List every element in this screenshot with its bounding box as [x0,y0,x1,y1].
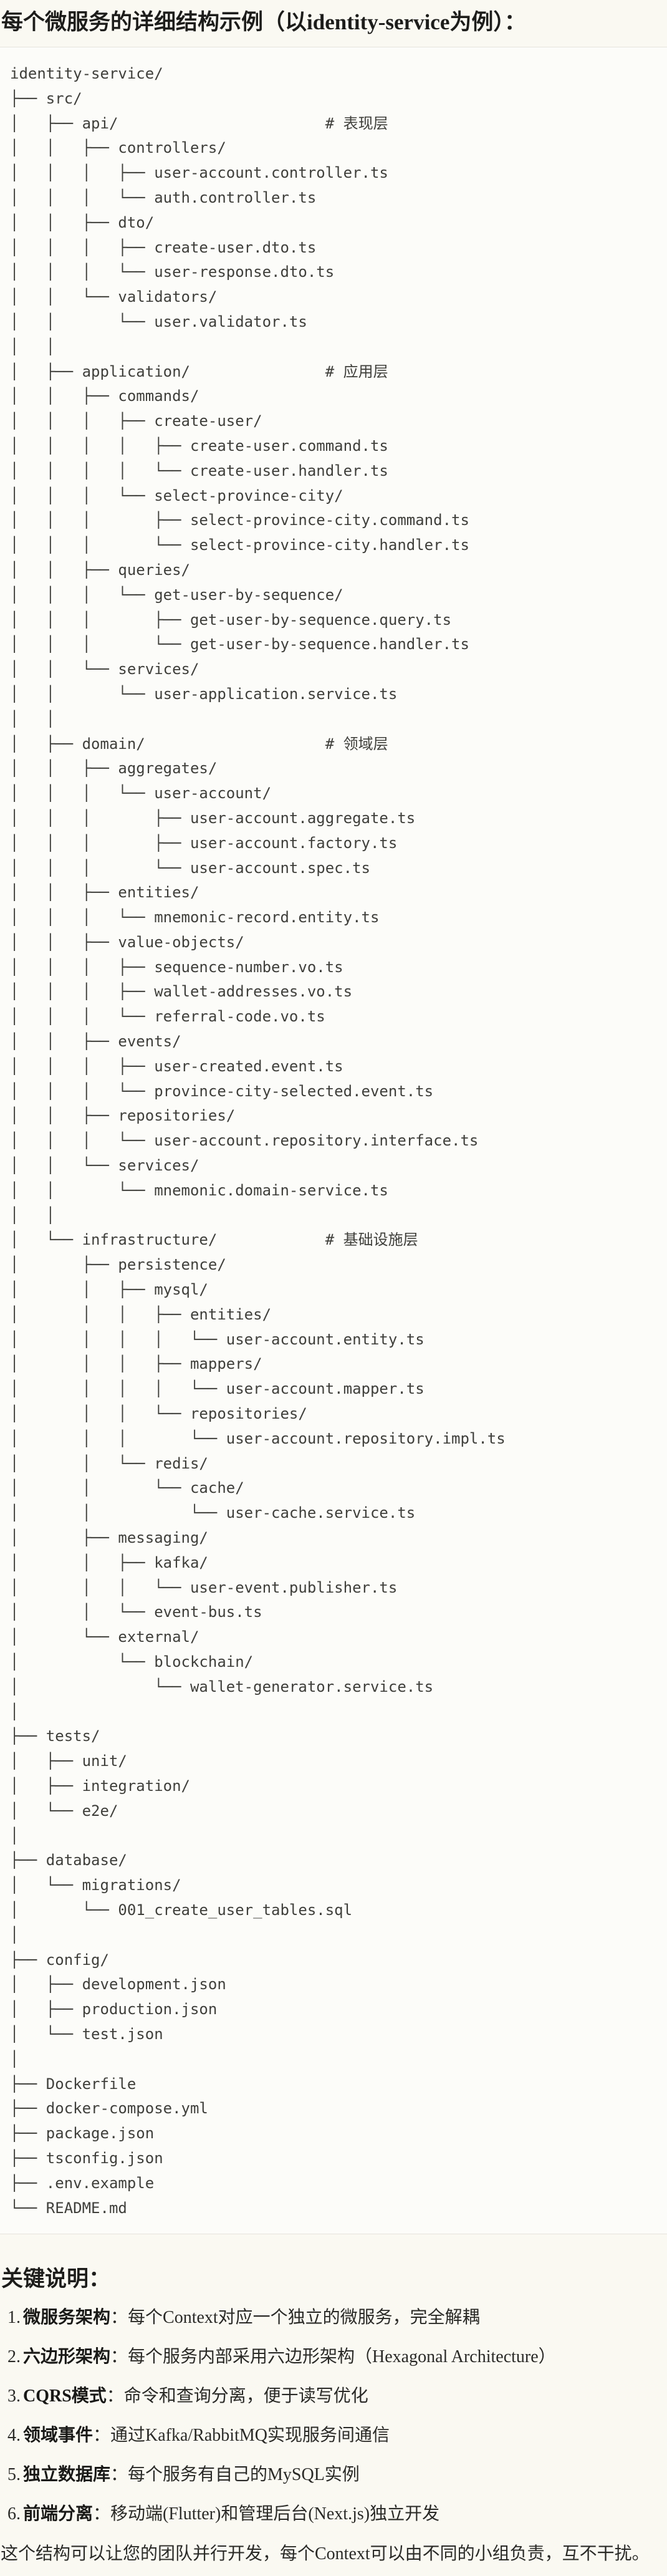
note-label: 领域事件 [23,2426,94,2446]
page-title: 每个微服务的详细结构示例（以identity-service为例）： [1,10,526,34]
note-text: ：通过Kafka/RabbitMQ实现服务间通信 [93,2426,390,2446]
code-block: identity-service/ ├── src/ │ ├── api/ # … [0,47,667,2235]
note-item-frontend-split: 6.前端分离：移动端(Flutter)和管理后台(Next.js)独立开发 [7,2494,667,2534]
note-label: 独立数据库 [23,2465,111,2485]
note-number: 5. [7,2465,21,2485]
note-item-independent-db: 5.独立数据库：每个服务有自己的MySQL实例 [7,2455,667,2494]
note-number: 3. [7,2386,21,2406]
note-label: 六边形架构 [23,2347,111,2367]
note-text: ：移动端(Flutter)和管理后台(Next.js)独立开发 [93,2504,440,2524]
note-text: ：每个Context对应一个独立的微服务，完全解耦 [110,2308,480,2328]
note-number: 4. [7,2426,21,2446]
note-item-hexagonal: 2.六边形架构：每个服务内部采用六边形架构（Hexagonal Architec… [7,2337,667,2376]
note-label: CQRS模式 [23,2386,107,2406]
note-item-microservices: 1.微服务架构：每个Context对应一个独立的微服务，完全解耦 [7,2298,667,2337]
note-text: ：命令和查询分离，便于读写优化 [106,2386,368,2406]
note-label: 微服务架构 [23,2308,111,2328]
notes-list: 1.微服务架构：每个Context对应一个独立的微服务，完全解耦 2.六边形架构… [0,2298,667,2534]
note-text: ：每个服务有自己的MySQL实例 [110,2465,360,2485]
note-item-domain-events: 4.领域事件：通过Kafka/RabbitMQ实现服务间通信 [7,2416,667,2455]
note-number: 2. [7,2347,21,2367]
closing-paragraph: 这个结构可以让您的团队并行开发，每个Context可以由不同的小组负责，互不干扰… [1,2544,650,2564]
note-text: ：每个服务内部采用六边形架构（Hexagonal Architecture） [110,2347,556,2367]
note-item-cqrs: 3.CQRS模式：命令和查询分离，便于读写优化 [7,2376,667,2416]
note-label: 前端分离 [23,2504,94,2524]
note-number: 6. [7,2504,21,2524]
notes-title: 关键说明： [1,2267,111,2292]
directory-tree: identity-service/ ├── src/ │ ├── api/ # … [10,65,506,2217]
note-number: 1. [7,2308,21,2328]
